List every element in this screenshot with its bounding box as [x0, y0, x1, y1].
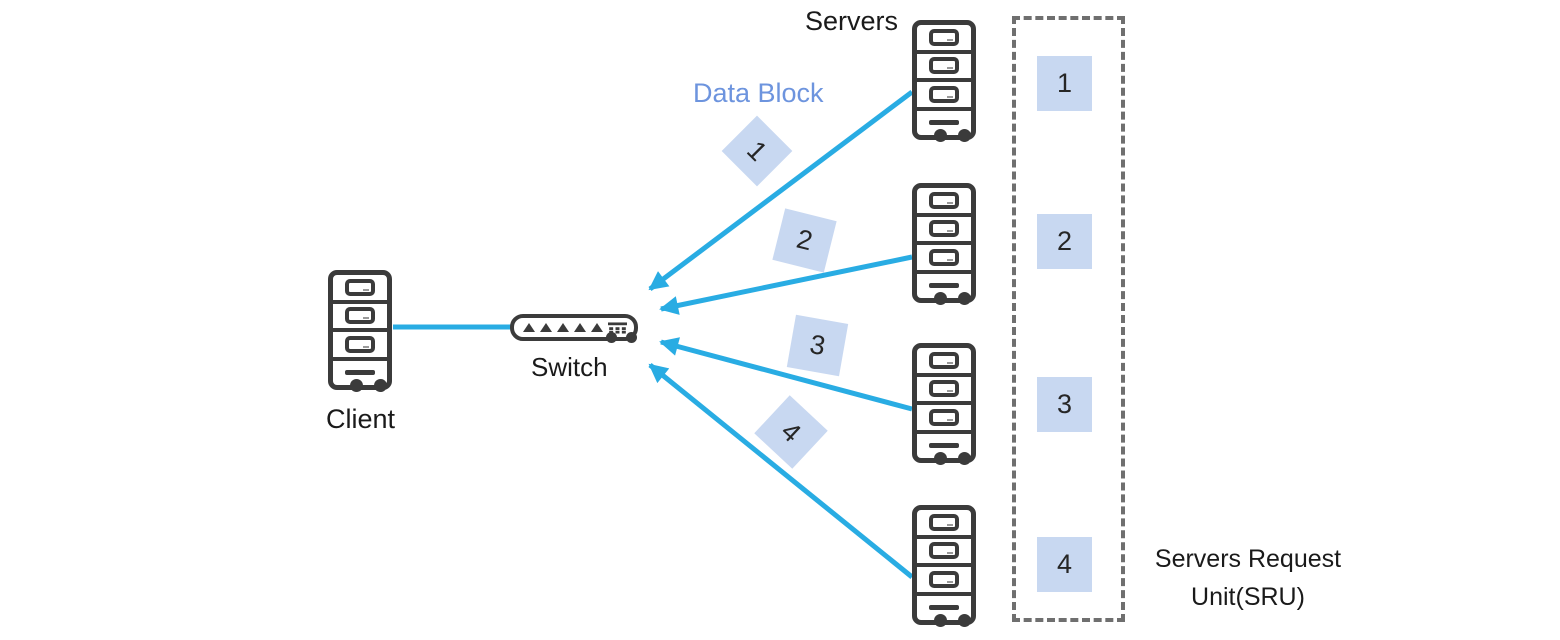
- tower-foot-icon: [350, 379, 363, 392]
- switch-icon: [510, 314, 638, 343]
- client-tower-icon: [328, 270, 392, 392]
- vent-bay: [917, 274, 971, 299]
- tower-foot-icon: [934, 292, 947, 305]
- sru-block-3: 3: [1037, 377, 1092, 432]
- drive-bay: [917, 348, 971, 377]
- vent-bay: [917, 111, 971, 136]
- vent-bay: [917, 596, 971, 621]
- drive-slot-icon: [929, 513, 959, 531]
- drive-slot-icon: [929, 85, 959, 103]
- drive-slot-icon: [345, 307, 375, 325]
- drive-bay: [917, 539, 971, 567]
- drive-slot-icon: [929, 542, 959, 560]
- sru-label-line1: Servers Request: [1154, 545, 1342, 573]
- port-triangle-icon: [540, 323, 552, 332]
- server-tower-icon-1: [912, 20, 976, 142]
- tower-foot-icon: [958, 292, 971, 305]
- client-label: Client: [326, 404, 396, 434]
- drive-bay: [333, 304, 387, 332]
- drive-bay: [333, 275, 387, 304]
- drive-slot-icon: [929, 570, 959, 588]
- server-tower-icon-3: [912, 343, 976, 465]
- tower-foot-icon: [958, 614, 971, 627]
- drive-slot-icon: [929, 248, 959, 266]
- vent-bay: [917, 434, 971, 459]
- drive-slot-icon: [929, 57, 959, 75]
- drive-bay: [917, 567, 971, 596]
- port-triangle-icon: [557, 323, 569, 332]
- switch-foot-icon: [626, 332, 637, 343]
- vent-bar-icon: [345, 370, 375, 376]
- arrow-server2-to-switch: [659, 254, 913, 315]
- vent-bar-icon: [929, 120, 959, 126]
- drive-bay: [917, 510, 971, 539]
- vent-bar-icon: [929, 605, 959, 611]
- sru-box: [1012, 16, 1125, 622]
- data-block-4: 4: [754, 395, 828, 469]
- server-tower-icon-2: [912, 183, 976, 305]
- tower-foot-icon: [934, 129, 947, 142]
- vent-bar-icon: [929, 283, 959, 289]
- sru-label: Servers Request Unit(SRU): [1132, 540, 1364, 616]
- drive-bay: [917, 54, 971, 82]
- data-block-1: 1: [721, 115, 793, 187]
- drive-slot-icon: [929, 408, 959, 426]
- vent-bay: [333, 361, 387, 386]
- tower-foot-icon: [958, 452, 971, 465]
- port-grid-icon: [608, 321, 627, 334]
- port-triangle-icon: [523, 323, 535, 332]
- drive-bay: [917, 25, 971, 54]
- drive-bay: [917, 82, 971, 111]
- arrow-server4-to-switch: [648, 363, 914, 579]
- tower-foot-icon: [958, 129, 971, 142]
- drive-bay: [917, 245, 971, 274]
- servers-label: Servers: [805, 6, 899, 36]
- tower-foot-icon: [934, 452, 947, 465]
- data-block-2: 2: [772, 208, 837, 273]
- sru-block-2: 2: [1037, 214, 1092, 269]
- sru-block-1: 1: [1037, 56, 1092, 111]
- server-tower-icon-4: [912, 505, 976, 627]
- drive-slot-icon: [929, 28, 959, 46]
- data-block-3: 3: [786, 314, 849, 377]
- data-block-label: Data Block: [693, 78, 824, 108]
- drive-bay: [917, 405, 971, 434]
- drive-bay: [917, 217, 971, 245]
- switch-foot-icon: [606, 332, 617, 343]
- drive-slot-icon: [929, 220, 959, 238]
- drive-slot-icon: [929, 351, 959, 369]
- drive-slot-icon: [929, 380, 959, 398]
- vent-bar-icon: [929, 443, 959, 449]
- drive-slot-icon: [345, 278, 375, 296]
- sru-label-line2: Unit(SRU): [1191, 583, 1305, 611]
- drive-bay: [917, 377, 971, 405]
- switch-label: Switch: [531, 352, 608, 382]
- tower-foot-icon: [934, 614, 947, 627]
- sru-block-4: 4: [1037, 537, 1092, 592]
- drive-slot-icon: [345, 335, 375, 353]
- port-triangle-icon: [574, 323, 586, 332]
- drive-slot-icon: [929, 191, 959, 209]
- tower-foot-icon: [374, 379, 387, 392]
- drive-bay: [333, 332, 387, 361]
- port-triangle-icon: [591, 323, 603, 332]
- drive-bay: [917, 188, 971, 217]
